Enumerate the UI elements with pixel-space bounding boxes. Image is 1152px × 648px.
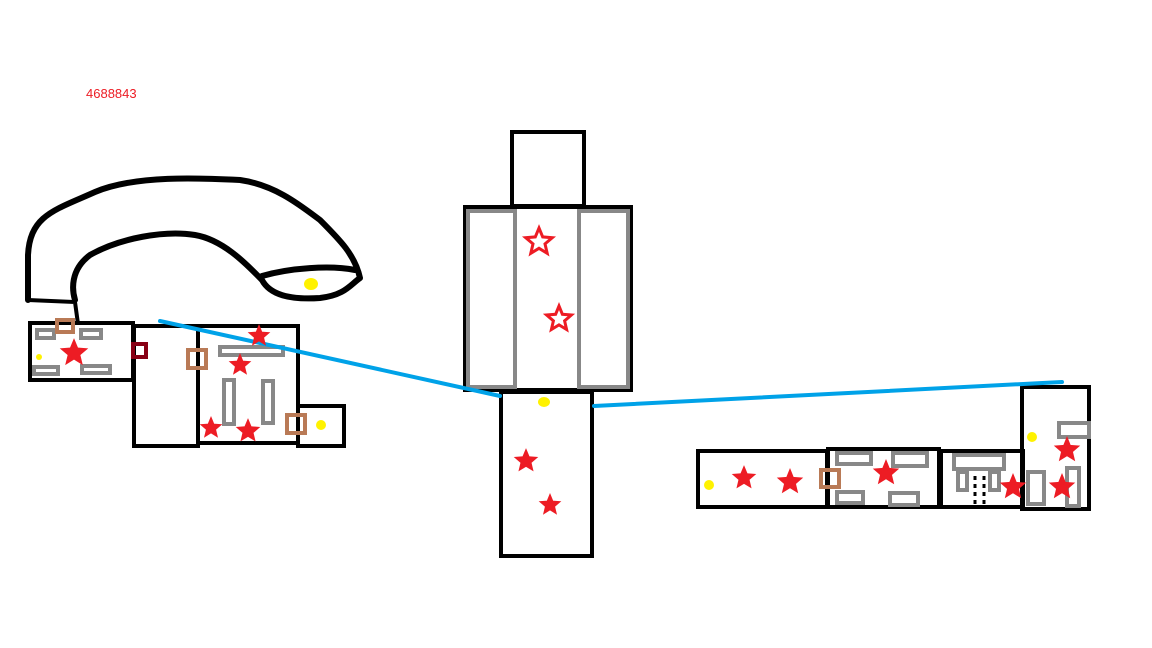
- furniture: [952, 453, 1006, 471]
- coin-icon: [36, 354, 42, 360]
- tunnel-outline: [25, 175, 363, 303]
- star-icon: [999, 473, 1027, 499]
- furniture: [222, 378, 236, 426]
- crate-icon: [819, 468, 841, 489]
- connection-line-left: [158, 319, 502, 398]
- star-icon: [538, 493, 562, 515]
- star-icon: [521, 224, 557, 257]
- crate-icon: [186, 348, 208, 370]
- hall-main: [463, 205, 633, 392]
- tunnel-stub: [27, 298, 80, 325]
- middle-building: [463, 130, 633, 558]
- star-icon: [199, 416, 223, 438]
- furniture: [888, 491, 920, 507]
- room-right-a: [696, 449, 829, 509]
- room-right-d: [1020, 385, 1091, 511]
- left-building: [25, 175, 363, 448]
- connection-line-right: [592, 380, 1064, 408]
- star-icon: [228, 353, 252, 375]
- pillar-right: [577, 209, 630, 389]
- furniture: [891, 451, 929, 468]
- furniture: [835, 490, 865, 505]
- star-icon: [247, 324, 271, 346]
- furniture: [218, 345, 285, 357]
- furniture: [1057, 421, 1091, 439]
- furniture: [32, 365, 60, 376]
- furniture: [956, 470, 969, 492]
- coin-icon: [538, 397, 550, 407]
- map-id-label: 4688843: [86, 86, 137, 101]
- star-icon: [1048, 473, 1076, 499]
- furniture: [261, 379, 275, 425]
- crate-icon: [55, 318, 75, 334]
- coin-icon: [304, 278, 318, 290]
- furniture: [80, 364, 112, 375]
- crate-icon: [285, 413, 307, 435]
- star-icon: [731, 465, 757, 489]
- furniture: [1026, 470, 1046, 506]
- coin-icon: [1027, 432, 1037, 442]
- room-bottom: [499, 390, 594, 558]
- right-building: [696, 385, 1091, 511]
- room-left-c: [196, 324, 300, 445]
- room-top: [510, 130, 586, 208]
- star-icon: [776, 468, 804, 494]
- furniture: [79, 328, 103, 340]
- star-icon: [513, 448, 539, 472]
- star-icon: [542, 302, 576, 333]
- room-left-d: [296, 404, 346, 448]
- tunnel-inner-edge: [259, 264, 358, 279]
- door-icon: [131, 342, 148, 359]
- furniture: [35, 328, 56, 340]
- coin-icon: [704, 480, 714, 490]
- coin-icon: [316, 420, 326, 430]
- star-icon: [1053, 436, 1081, 462]
- star-icon: [59, 338, 89, 366]
- pillar-left: [466, 209, 517, 389]
- star-icon: [872, 459, 900, 485]
- star-icon: [235, 418, 261, 442]
- furniture: [988, 470, 1001, 492]
- stars-layer: [59, 224, 1081, 515]
- furniture: [835, 451, 873, 466]
